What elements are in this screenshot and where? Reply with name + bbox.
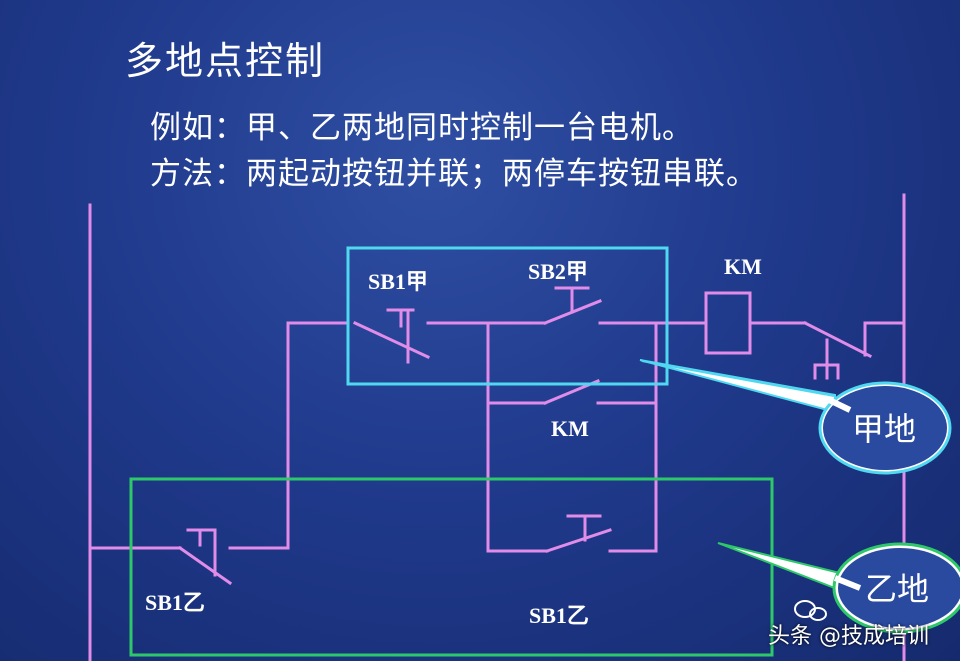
- watermark-text: 头条 @技成培训: [768, 624, 929, 649]
- jia-location-box: [346, 246, 669, 386]
- sb1yi-start-contact: [486, 514, 658, 553]
- wire-sb1yi-to-sb1jia: [228, 321, 350, 550]
- callout-jia-text: 甲地: [852, 410, 916, 448]
- yi-callout: [717, 542, 960, 634]
- sb2jia-start-contact: [486, 286, 658, 325]
- example-line: 例如：甲、乙两地同时控制一台电机。: [150, 110, 694, 146]
- method-line: 方法：两起动按钮并联；两停车按钮串联。: [150, 156, 758, 192]
- sb1yi-stop-contact: [177, 528, 233, 586]
- label-sb1jia: SB1甲: [368, 269, 428, 294]
- jia-callout: [639, 359, 952, 475]
- overload-contact: [802, 320, 906, 380]
- label-km-contact: KM: [551, 416, 589, 441]
- callout-yi-text: 乙地: [865, 570, 929, 608]
- sb1jia-stop-contact: [353, 308, 430, 364]
- label-km-coil: KM: [724, 254, 762, 279]
- slide-title: 多地点控制: [125, 39, 326, 83]
- label-sb1yi-stop: SB1乙: [145, 590, 205, 615]
- km-coil: [704, 291, 752, 355]
- label-sb2jia: SB2甲: [528, 259, 588, 284]
- label-sb1yi-start: SB1乙: [529, 603, 589, 628]
- chat-bubble-icon: [794, 600, 827, 621]
- yi-location-box: [129, 477, 774, 657]
